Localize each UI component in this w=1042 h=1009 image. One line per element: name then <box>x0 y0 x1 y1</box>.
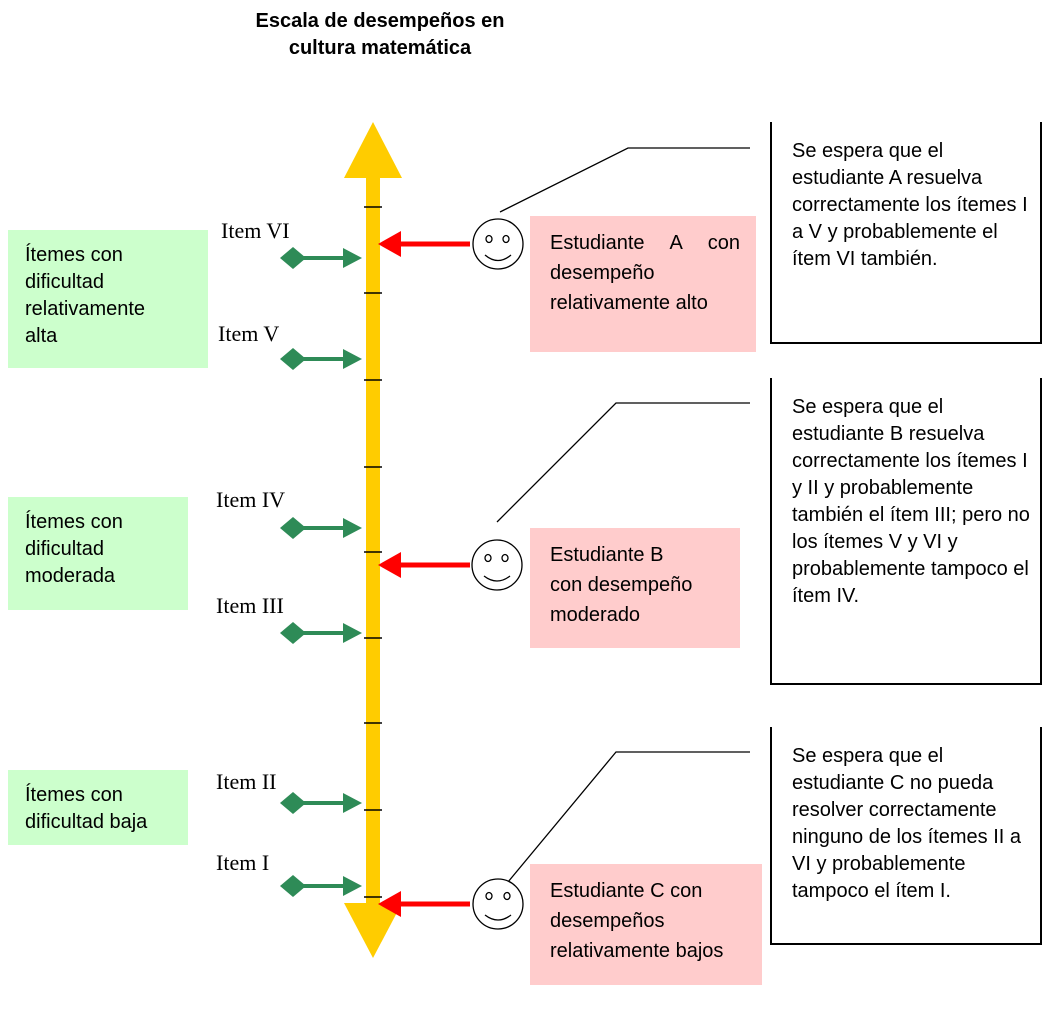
item-label-ii: Item II <box>216 769 277 794</box>
performance-scale <box>344 122 402 958</box>
item-label-iv: Item IV <box>216 487 286 512</box>
scale-ticks <box>364 206 382 898</box>
difficulty-box-moderate: Ítemes con dificultad moderada <box>8 497 188 610</box>
student-box-a: Estudiante A con desempeño relativamente… <box>530 216 756 352</box>
difficulty-box-low: Ítemes con dificultad baja <box>8 770 188 845</box>
student-box-c: Estudiante C con desempeños relativament… <box>530 864 762 985</box>
scale-shaft <box>366 170 380 910</box>
item-label-v: Item V <box>218 321 280 346</box>
item-label-vi: Item VI <box>221 218 290 243</box>
item-label-iii: Item III <box>216 593 284 618</box>
expectation-box-a: Se espera que el estudiante A resuelva c… <box>770 122 1042 344</box>
callout-line-b <box>496 402 750 523</box>
item-arrow-vi <box>280 247 362 269</box>
callout-line-a <box>499 147 750 213</box>
student-arrow-b <box>378 552 470 578</box>
callout-lines <box>496 147 750 883</box>
item-arrow-ii <box>280 792 362 814</box>
difficulty-box-high: Ítemes con dificultad relativamente alta <box>8 230 208 368</box>
student-arrows <box>378 231 470 917</box>
item-arrow-iii <box>280 622 362 644</box>
expectation-box-b: Se espera que el estudiante B resuelva c… <box>770 378 1042 685</box>
item-arrows <box>280 247 362 897</box>
item-arrow-v <box>280 348 362 370</box>
item-arrow-i <box>280 875 362 897</box>
student-arrow-a <box>378 231 470 257</box>
scale-arrowhead-bottom <box>344 903 402 958</box>
scale-arrowhead-top <box>344 122 402 178</box>
item-arrow-iv <box>280 517 362 539</box>
callout-line-c <box>507 751 750 883</box>
expectation-box-c: Se espera que el estudiante C no pueda r… <box>770 727 1042 945</box>
smiley-face-b-icon <box>471 539 523 591</box>
student-arrow-c <box>378 891 470 917</box>
smiley-face-c-icon <box>472 878 524 930</box>
student-box-b: Estudiante B con desempeño moderado <box>530 528 740 648</box>
smiley-face-a-icon <box>472 218 524 270</box>
item-label-i: Item I <box>216 850 270 875</box>
scale-title: Escala de desempeños en cultura matemáti… <box>255 10 505 59</box>
